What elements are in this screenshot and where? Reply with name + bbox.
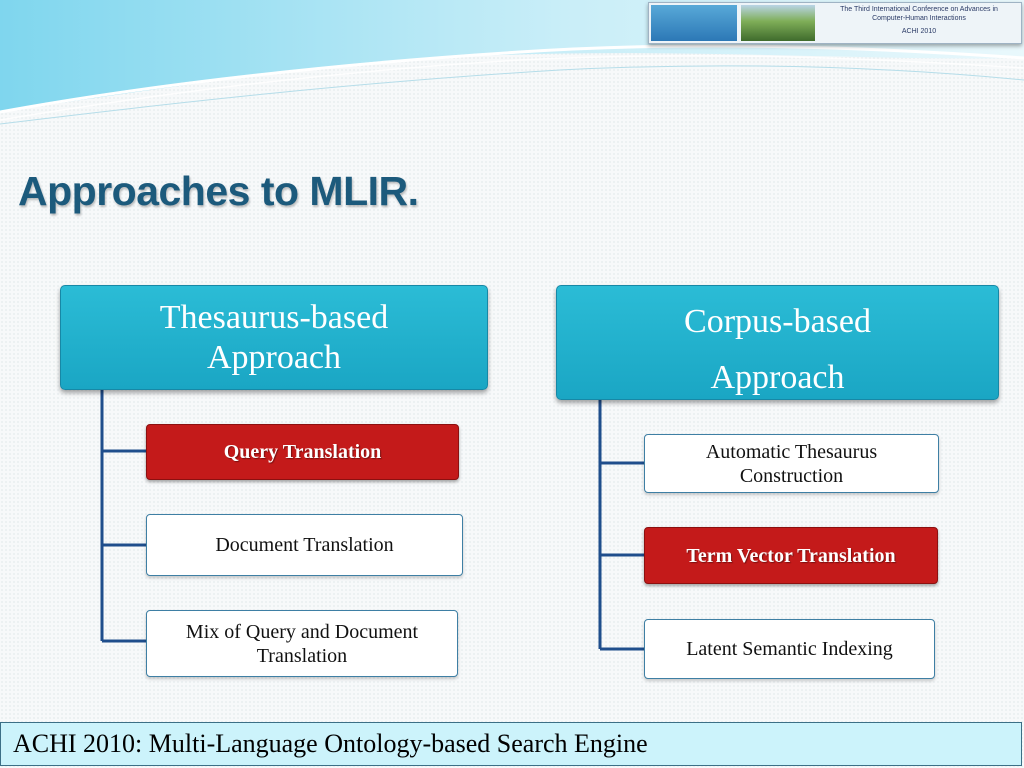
corpus-approach-heading: Corpus-based Approach xyxy=(556,285,999,400)
thesaurus-heading-line-2: Approach xyxy=(206,339,342,376)
thesaurus-heading-line-1: Thesaurus-based xyxy=(159,299,389,336)
footer-bar: ACHI 2010: Multi-Language Ontology-based… xyxy=(0,722,1022,766)
corpus-heading-line-1: Corpus-based xyxy=(684,303,871,340)
conference-banner: The Third International Conference on Ad… xyxy=(648,2,1022,44)
footer-text: ACHI 2010: Multi-Language Ontology-based… xyxy=(13,729,648,758)
conference-banner-text: The Third International Conference on Ad… xyxy=(819,6,1019,37)
term-vector-translation-node: Term Vector Translation xyxy=(644,527,938,584)
conference-line-1: The Third International Conference on Ad… xyxy=(840,6,998,13)
conference-line-3: ACHI 2010 xyxy=(901,28,937,35)
corpus-heading-line-2: Approach xyxy=(710,359,845,396)
slide-title: Approaches to MLIR. xyxy=(18,168,419,214)
palm-tree-photo xyxy=(741,5,815,41)
document-translation-node: Document Translation xyxy=(146,514,463,576)
query-translation-node: Query Translation xyxy=(146,424,459,480)
conference-line-2: Computer-Human Interactions xyxy=(872,14,966,22)
mixed-translation-node: Mix of Query and Document Translation xyxy=(146,610,458,677)
conference-logo xyxy=(651,5,737,41)
thesaurus-approach-heading: Thesaurus-based Approach xyxy=(60,285,488,390)
latent-semantic-indexing-node: Latent Semantic Indexing xyxy=(644,619,935,679)
automatic-thesaurus-node: Automatic Thesaurus Construction xyxy=(644,434,939,493)
